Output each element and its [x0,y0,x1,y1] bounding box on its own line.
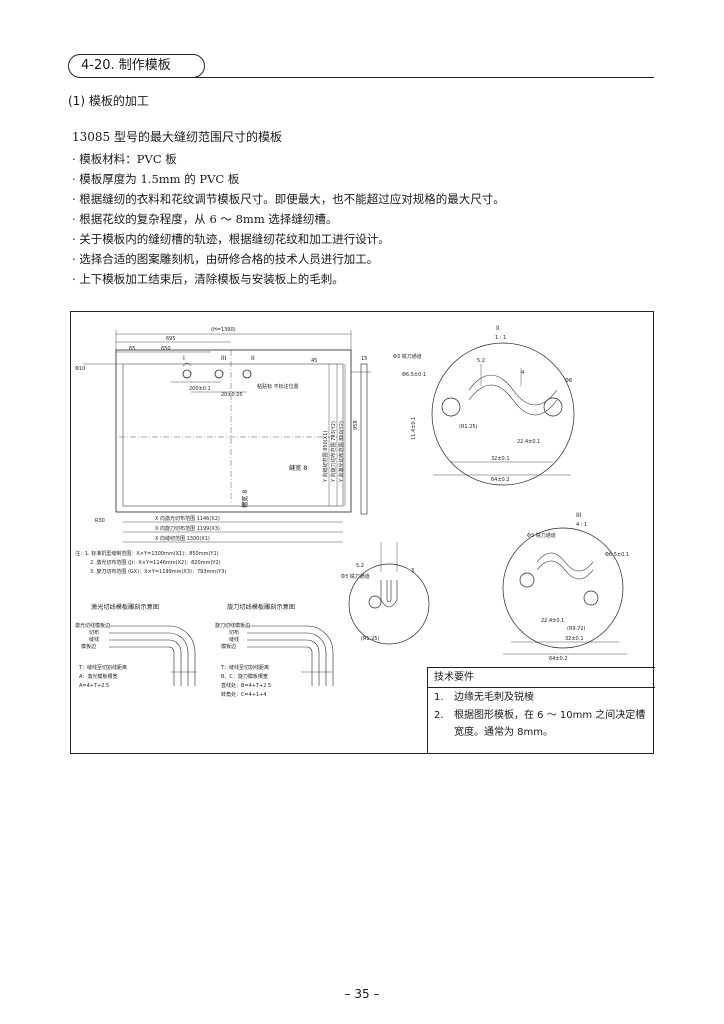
rotary-sketch-title: 旋刀切线模板雕刻示意图 [227,603,295,611]
dim-x-sewing: X 向缝纫范围 1300(X1) [155,535,210,542]
label-note-position: 粘贴标 不标注位置 [257,383,299,390]
detail-i-dim-r1: (R1.25) [361,636,380,642]
detail-i-mill-label: Φ3 铣刀通道 [341,573,370,580]
rotary-note-straight: 直线处：B=4+T+2.5 [221,682,271,689]
template-drawing: (H=1390) 695 650 65 45 I III II 200±0.1 … [70,311,655,754]
tech-item-text: 边缘无毛刺及锐棱 [454,692,534,703]
rotary-note-corner: 转角处：C=4+1+4 [221,691,267,698]
laser-label-edge: 激光切线模板边 [75,622,110,629]
tech-requirements: 技术要件 1. 边缘无毛刺及锐棱 2. 根据图形模板，在 6 ～ 10mm 之间… [427,667,655,754]
detail-ii-dim-d6-5: Φ6.5±0.1 [402,372,426,378]
detail-ii-dim-32: 32±0.1 [491,456,510,462]
rotary-label-plate: 模板边 [221,643,236,650]
laser-note-formula: A=4+T+2.5 [79,683,109,689]
plate-outline [115,349,352,513]
dim-y-sewing: Y 向缝纫范围 850(X1) [322,431,329,483]
mark-iii: III [221,355,227,362]
laser-note-t: T：缝线至切割线距离 [78,664,127,671]
detail-iii-dim-32: 32±0.1 [565,636,584,642]
dim-x-rotary: X 向旋刀切布范围 1199(X3) [155,525,220,532]
detail-ii-dim-4: 4 [521,370,524,376]
rotary-note-bc: B、C：旋刀模板槽宽 [221,673,268,680]
dim-total-width: (H=1390) [211,327,236,333]
dim-x-laser: X 向激光切布范围 1146(X2) [155,515,220,522]
laser-label-seam: 缝线 [89,636,99,643]
rotary-label-cut: 切布 [229,629,239,636]
detail-ii-dim-22-4: 22.4±0.1 [517,439,540,445]
note-2: 2. 激光切布范围 (J)：X×Y=1146mm(X2)：820mm(Y2) [90,559,221,566]
rotary-sketch [247,625,334,686]
dim-d10: Φ10 [75,366,85,372]
tech-item-number: 1. [434,692,444,703]
dim-r30: R30 [95,518,105,524]
rotary-note-t: T：缝线至切割线距离 [220,664,269,671]
detail-ii-dim-d8: Φ8 [565,378,572,384]
dim-15: 15 [361,356,367,362]
detail-ii-dim-11-4: 11.4±0.1 [411,417,417,440]
section-header: 4-20. 制作模板 [68,54,205,78]
bullet-item: · 根据花纹的复杂程度，从 6 ～ 8mm 选择缝纫槽。 [72,212,338,226]
detail-iii-dim-r2: (R9.72) [567,626,586,632]
subsection-title: (1) 模板的加工 [68,94,149,108]
note-3: 3. 旋刀切布范围 (GX)：X×Y=1199mm(X3)：793mm(Y3) [90,568,226,575]
tech-item-number: 2. [434,710,444,721]
header-rule [190,77,654,78]
bullet-item: · 根据缝纫的衣料和花纹调节模板尺寸。即便最大，也不能超过应对规格的最大尺寸。 [72,192,505,206]
tech-item-text: 根据图形模板，在 6 ～ 10mm 之间决定槽宽度。通常为 8mm。 [454,710,646,738]
mark-ii: II [251,355,255,362]
template-plate [83,330,371,543]
rotary-label-edge: 旋刀切线模板边 [215,622,250,629]
label-slot-width-2: 槽宽 8 [241,490,249,508]
detail-iii-title: III [576,512,582,519]
detail-ii-mill-label: Φ3 铣刀通道 [393,353,422,360]
detail-ii-dim-r1: (R1.25) [459,424,478,430]
dim-650: 650 [161,346,171,352]
tech-item: 2. 根据图形模板，在 6 ～ 10mm 之间决定槽宽度。通常为 8mm。 [428,707,655,741]
detail-iii [502,527,627,655]
laser-note-a: A：激光模板槽宽 [79,673,117,680]
dim-y-laser: Y 向激光切布范围 820(Y2) [338,421,345,483]
detail-i [348,542,430,645]
detail-iii-mill-label: Φ3 铣刀通道 [527,532,556,539]
detail-ii-dim-5-2: 5.2 [477,358,485,364]
detail-ii-scale: 1 : 1 [495,335,506,341]
bullet-list: · 模板材料：PVC 板 · 模板厚度为 1.5mm 的 PVC 板 · 根据缝… [72,149,505,289]
dim-y-rotary: Y 向旋刀切布范围 793(Y2) [330,421,337,483]
page-number: – 35 – [344,987,380,1001]
detail-ii-dim-64: 64±0.2 [491,477,510,483]
note-1: 注：1. 标准机型缝制范围：X×Y=1300mm(X1)：850mm(Y1) [75,550,219,557]
mark-i: I [183,355,185,362]
dim-200: 200±0.1 [189,386,211,392]
detail-i-dim-5-2: 5.2 [356,563,364,569]
dim-20: 20±0.05 [221,392,243,398]
laser-label-cut: 切布 [89,629,99,636]
sewing-area [122,363,344,507]
dim-45: 45 [311,358,317,364]
tech-item: 1. 边缘无毛刺及锐棱 [428,689,655,706]
laser-label-plate: 模板边 [81,643,96,650]
bullet-item: · 模板材料：PVC 板 [72,152,177,166]
dim-65: 65 [129,346,135,352]
drawing-svg: (H=1390) 695 650 65 45 I III II 200±0.1 … [75,325,629,698]
bullet-item: · 选择合适的图案雕刻机，由研修合格的技术人员进行加工。 [72,252,379,266]
detail-iii-scale: 4 : 1 [576,522,587,528]
rotary-label-seam: 缝线 [229,636,239,643]
intro-text: 13085 型号的最大缝纫范围尺寸的模板 [72,130,282,144]
bullet-item: · 关于模板内的缝纫槽的轨迹，根据缝纫花纹和加工进行设计。 [72,232,390,246]
detail-iii-dim-22-4: 22.4±0.1 [541,618,564,624]
tech-title: 技术要件 [428,668,655,688]
bullet-item: · 上下模板加工结束后，清除模板与安装板上的毛刺。 [72,272,344,286]
bullet-item: · 模板厚度为 1.5mm 的 PVC 板 [72,172,240,186]
detail-i-dim-3: 3 [411,568,414,574]
laser-sketch [109,625,197,686]
detail-iii-dim-64: 64±0.2 [549,656,568,662]
label-slot-width: 缝宽 8 [289,464,307,472]
detail-ii [431,342,575,486]
detail-ii-title: II [496,325,500,332]
dim-695: 695 [166,336,176,342]
laser-sketch-title: 激光切线模板雕刻示意图 [91,603,159,611]
dim-958: 958 [353,420,359,430]
detail-iii-dim-d6-5: Φ6.5±0.1 [605,552,629,558]
